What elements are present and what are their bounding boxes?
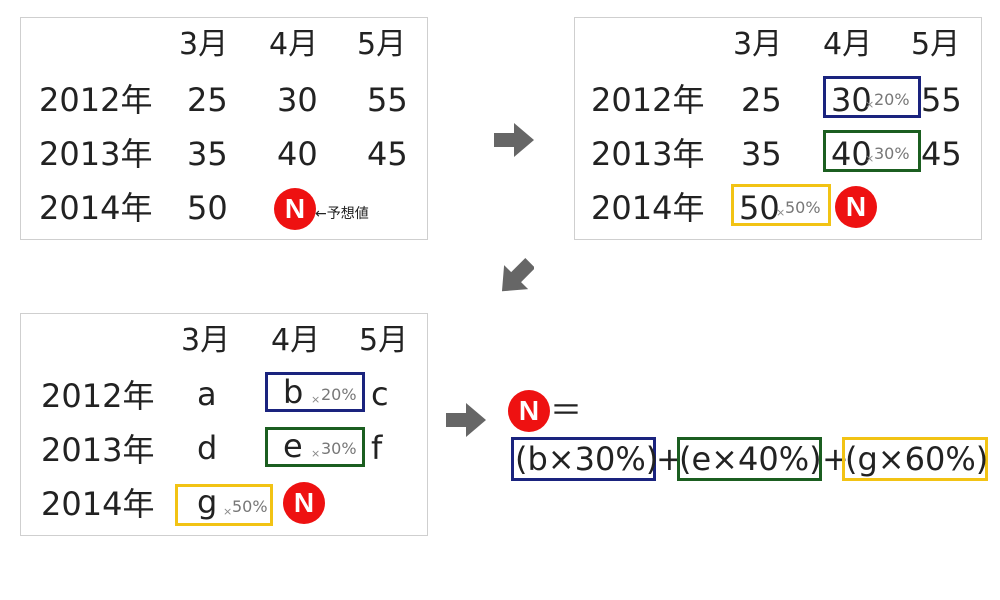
times-sign: × bbox=[865, 152, 875, 165]
header-march: 3月 bbox=[733, 27, 783, 62]
cell-2012-april: 30 bbox=[831, 81, 872, 119]
cell-2013-march: 35 bbox=[187, 135, 228, 173]
header-may: 5月 bbox=[911, 27, 961, 62]
weight-box-green bbox=[265, 427, 365, 467]
times-sign: × bbox=[311, 447, 321, 460]
weight-20: 20% bbox=[321, 385, 357, 404]
weight-box-yellow bbox=[731, 184, 831, 226]
cell-2013-march: 35 bbox=[741, 135, 782, 173]
row-label-2013: 2013年 bbox=[41, 431, 155, 469]
cell-b: b bbox=[283, 373, 304, 411]
weight-50: 50% bbox=[785, 198, 821, 217]
table-panel-original: 3月 4月 5月 2012年 2013年 2014年 25 30 55 35 4… bbox=[20, 17, 428, 240]
row-label-2012: 2012年 bbox=[41, 377, 155, 415]
header-may: 5月 bbox=[357, 27, 407, 62]
formula-term-box-green bbox=[677, 437, 822, 481]
row-label-2014: 2014年 bbox=[39, 189, 153, 227]
n-badge-label: N bbox=[293, 487, 315, 518]
row-label-2014: 2014年 bbox=[41, 485, 155, 523]
cell-2013-may: 45 bbox=[921, 135, 962, 173]
times-sign: × bbox=[223, 505, 233, 518]
cell-e: e bbox=[283, 427, 303, 465]
right-arrow-icon bbox=[494, 123, 534, 157]
n-badge-label: N bbox=[284, 193, 306, 224]
cell-2013-april: 40 bbox=[277, 135, 318, 173]
formula-term-b: (b×30%) bbox=[515, 440, 659, 478]
cell-2013-april: 40 bbox=[831, 135, 872, 173]
row-label-2014: 2014年 bbox=[591, 189, 705, 227]
times-sign: × bbox=[865, 98, 875, 111]
header-march: 3月 bbox=[181, 323, 231, 358]
row-label-2013: 2013年 bbox=[591, 135, 705, 173]
times-sign: × bbox=[776, 206, 786, 219]
n-predicted-badge: N bbox=[835, 186, 877, 228]
header-april: 4月 bbox=[271, 323, 321, 358]
cell-2014-march: 50 bbox=[187, 189, 228, 227]
header-march: 3月 bbox=[179, 27, 229, 62]
n-result-badge: N bbox=[508, 390, 550, 432]
cell-2014-march: 50 bbox=[739, 189, 780, 227]
weight-box-blue bbox=[823, 76, 921, 118]
equals-sign: ＝ bbox=[550, 391, 583, 429]
weight-30: 30% bbox=[321, 439, 357, 458]
cell-2012-march: 25 bbox=[187, 81, 228, 119]
weight-box-yellow bbox=[175, 484, 273, 526]
predicted-value-annotation: ←予想値 bbox=[315, 206, 369, 222]
cell-2012-april: 30 bbox=[277, 81, 318, 119]
down-left-arrow-icon bbox=[501, 258, 534, 292]
header-may: 5月 bbox=[359, 323, 409, 358]
formula-term-e: (e×40%) bbox=[679, 440, 822, 478]
formula-term-box-blue bbox=[511, 437, 656, 481]
cell-d: d bbox=[197, 429, 218, 467]
row-label-2012: 2012年 bbox=[591, 81, 705, 119]
formula-term-box-yellow bbox=[842, 437, 988, 481]
right-arrow-icon bbox=[446, 403, 486, 437]
cell-2012-may: 55 bbox=[367, 81, 408, 119]
weight-20: 20% bbox=[874, 90, 910, 109]
cell-g: g bbox=[197, 483, 218, 521]
n-badge-label: N bbox=[518, 395, 540, 426]
header-april: 4月 bbox=[823, 27, 873, 62]
row-label-2012: 2012年 bbox=[39, 81, 153, 119]
table-panel-variables: 3月 4月 5月 2012年 2013年 2014年 a b × 20% c d… bbox=[20, 313, 428, 536]
cell-c: c bbox=[371, 375, 389, 413]
formula-term-g: (g×60%) bbox=[845, 440, 989, 478]
cell-2013-may: 45 bbox=[367, 135, 408, 173]
row-label-2013: 2013年 bbox=[39, 135, 153, 173]
n-badge-label: N bbox=[845, 191, 867, 222]
cell-2012-may: 55 bbox=[921, 81, 962, 119]
table-panel-weighted-values: 3月 4月 5月 2012年 2013年 2014年 25 30 × 20% 5… bbox=[574, 17, 982, 240]
cell-a: a bbox=[197, 375, 217, 413]
n-predicted-badge: N bbox=[274, 188, 316, 230]
cell-f: f bbox=[371, 429, 383, 467]
times-sign: × bbox=[311, 393, 321, 406]
n-predicted-badge: N bbox=[283, 482, 325, 524]
weight-30: 30% bbox=[874, 144, 910, 163]
header-april: 4月 bbox=[269, 27, 319, 62]
weight-box-green bbox=[823, 130, 921, 172]
cell-2012-march: 25 bbox=[741, 81, 782, 119]
weight-50: 50% bbox=[232, 497, 268, 516]
weight-box-blue bbox=[265, 372, 365, 412]
